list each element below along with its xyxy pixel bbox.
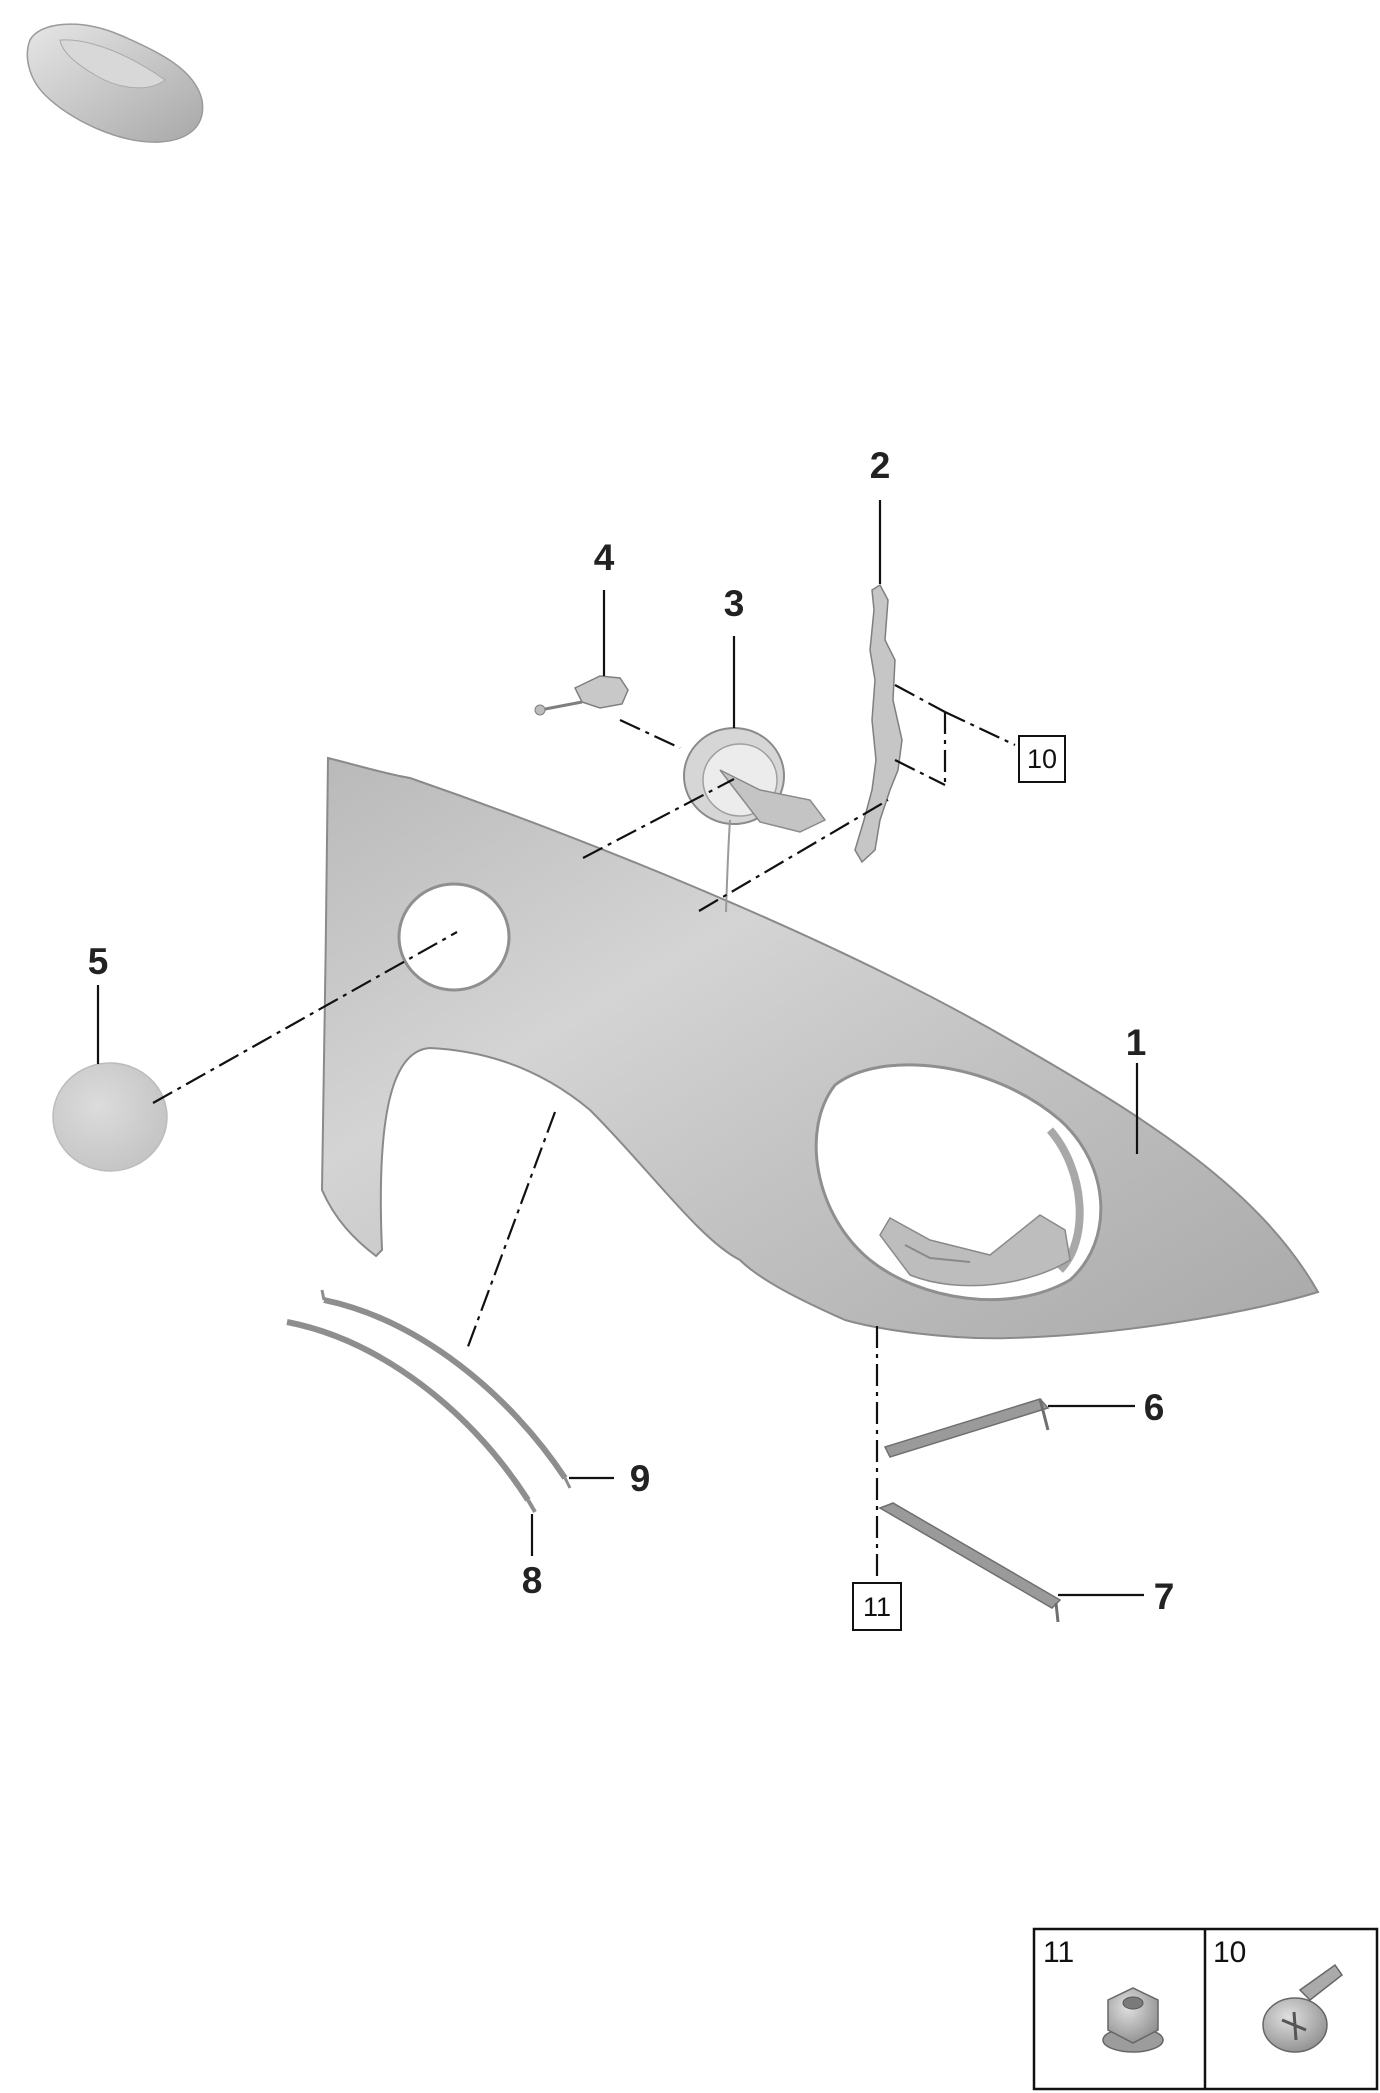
hex-nut-icon [1102, 1987, 1164, 2053]
car-overview-icon [26, 23, 204, 143]
fastener-legend: 11 10 [1032, 1927, 1379, 2091]
flap-actuator [534, 675, 629, 716]
ref-box-11-label: 11 [863, 1592, 891, 1622]
mounting-bracket [854, 583, 903, 864]
fuel-filler-flap-housing [683, 727, 827, 913]
front-fender [320, 756, 1320, 1340]
support-strut-upper [883, 1398, 1050, 1458]
support-strut-lower [878, 1502, 1062, 1623]
legend-label-11: 11 [1043, 1936, 1074, 1969]
callout-4: 4 [594, 537, 615, 578]
wheel-arch-seal-outer [286, 1319, 537, 1514]
ref-box-10-label: 10 [1027, 744, 1057, 774]
callout-5: 5 [88, 941, 109, 982]
flap-cover [52, 1062, 168, 1172]
callout-1: 1 [1126, 1022, 1147, 1063]
ref-box-11: 11 [852, 1582, 902, 1631]
ref-box-10: 10 [1018, 735, 1066, 783]
leader-lines [96, 500, 1144, 1597]
callout-9: 9 [630, 1458, 651, 1499]
legend-label-10: 10 [1213, 1936, 1246, 1969]
callout-6: 6 [1144, 1387, 1165, 1428]
callout-3: 3 [724, 583, 745, 624]
flange-screw-icon [1262, 1963, 1344, 2053]
wheel-arch-seal-inner [320, 1289, 572, 1489]
callout-2: 2 [870, 445, 891, 486]
callout-7: 7 [1154, 1576, 1175, 1617]
assembly-lines [152, 684, 1016, 1585]
callout-8: 8 [522, 1560, 543, 1601]
